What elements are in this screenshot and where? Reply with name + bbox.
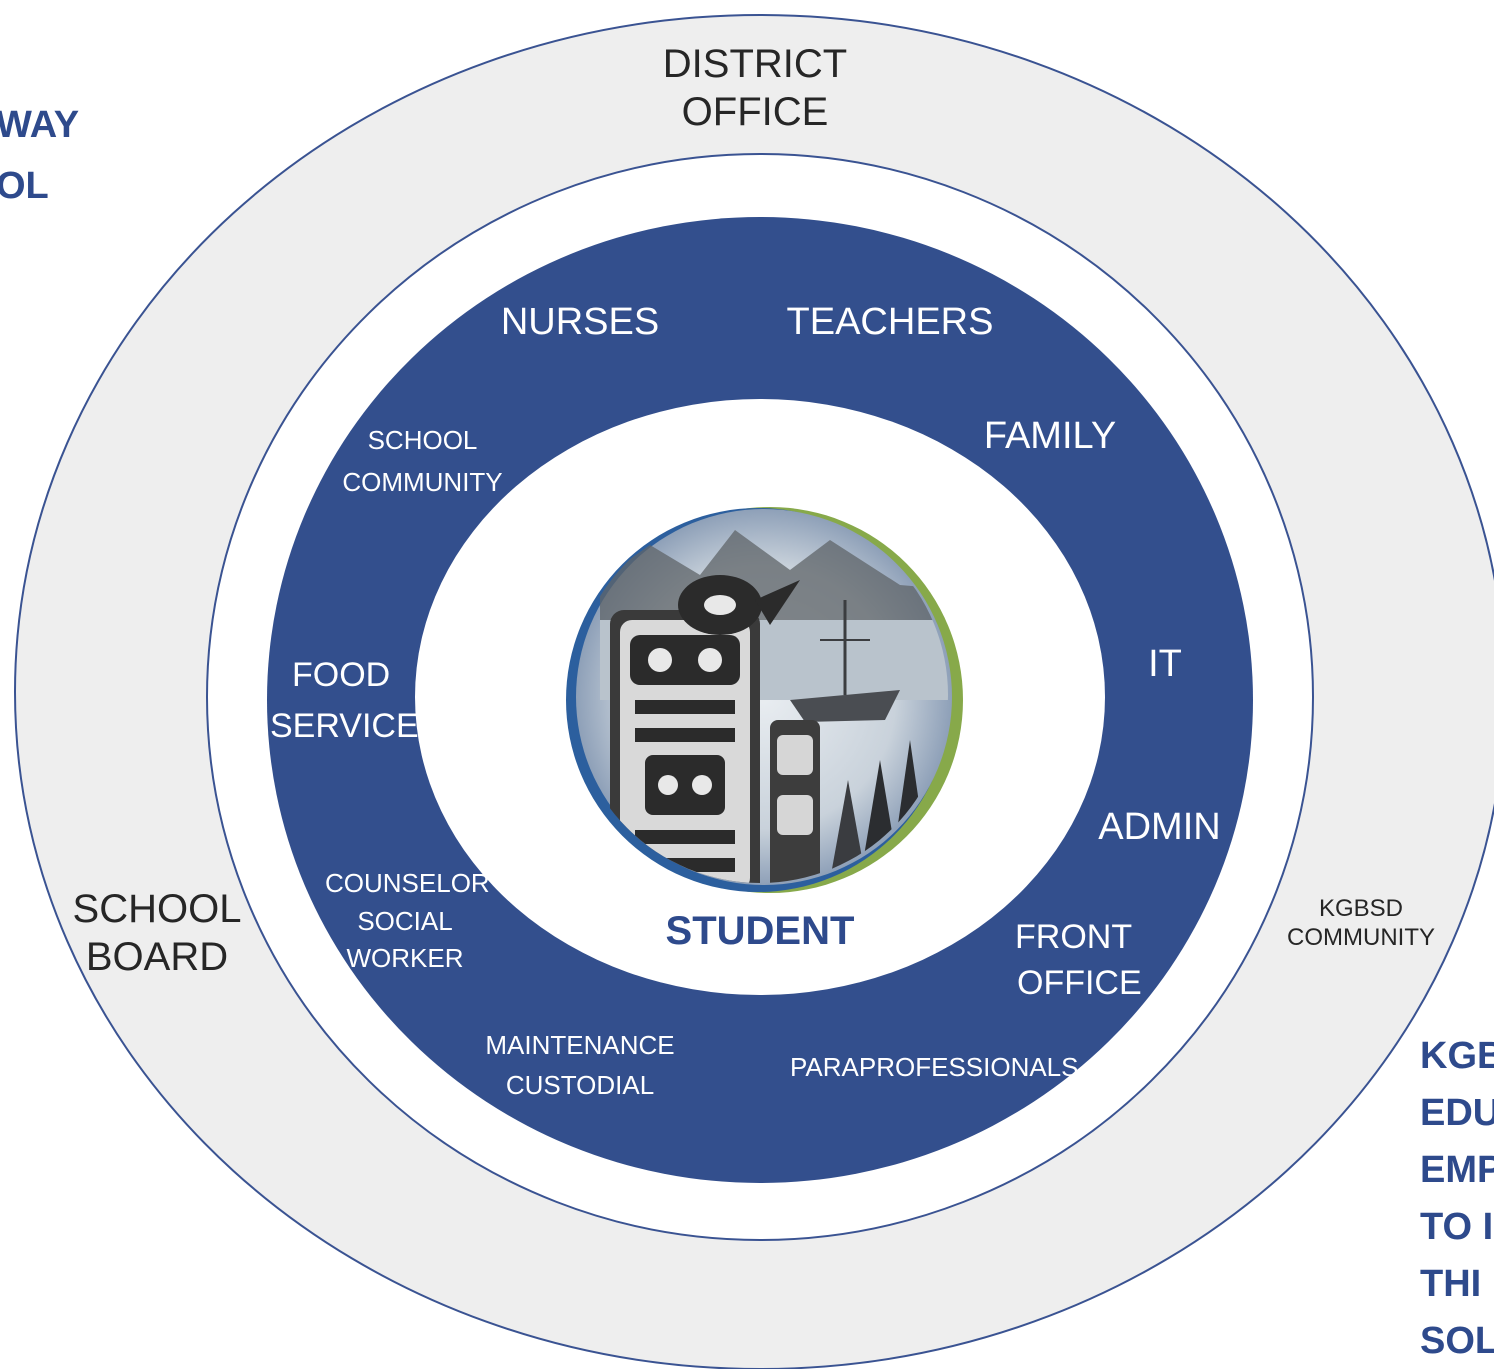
counselor-social-worker-label: COUNSELOR SOCIAL WORKER [325,868,490,974]
totem-icon [610,575,800,883]
school-board-label: SCHOOL BOARD [72,887,242,979]
front-office-label: FRONT OFFICE [1015,918,1142,1002]
family-label: FAMILY [983,415,1117,457]
school-community-label: SCHOOL COMMUNITY [342,425,503,497]
maintenance-custodial-label: MAINTENANCE CUSTODIAL [485,1030,675,1101]
left-slogan-fragment: WAY OL [0,104,80,207]
right-slogan-fragment: KGB EDU EMP TO I THI SOL [1420,1035,1494,1362]
student-label: STUDENT [665,909,855,953]
nurses-label: NURSES [500,301,660,343]
paraprofessionals-label: PARAPROFESSIONALS [790,1052,1079,1082]
admin-label: ADMIN [1098,806,1221,848]
teachers-label: TEACHERS [786,301,994,343]
food-service-label: FOOD SERVICE [270,656,419,745]
district-office-label: DISTRICT OFFICE [662,42,848,134]
it-label: IT [1148,643,1182,685]
kgbsd-community-label: KGBSD COMMUNITY [1287,895,1435,951]
